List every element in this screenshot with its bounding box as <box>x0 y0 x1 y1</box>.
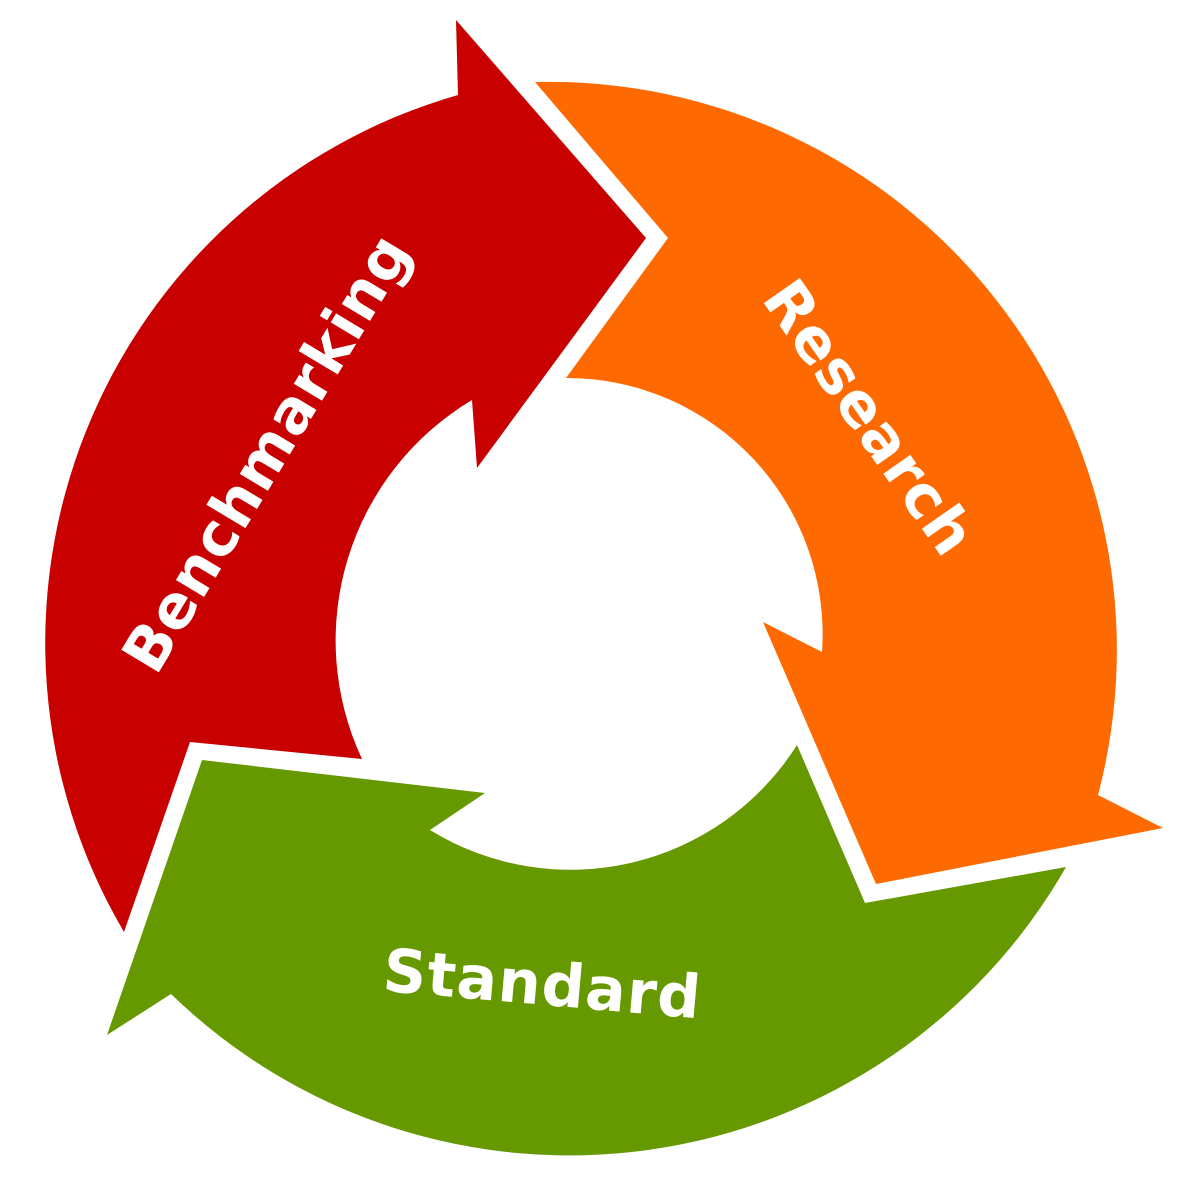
standard-arrow <box>107 745 1066 1156</box>
research-arrow <box>535 81 1163 885</box>
benchmarking-arrow <box>45 20 647 932</box>
